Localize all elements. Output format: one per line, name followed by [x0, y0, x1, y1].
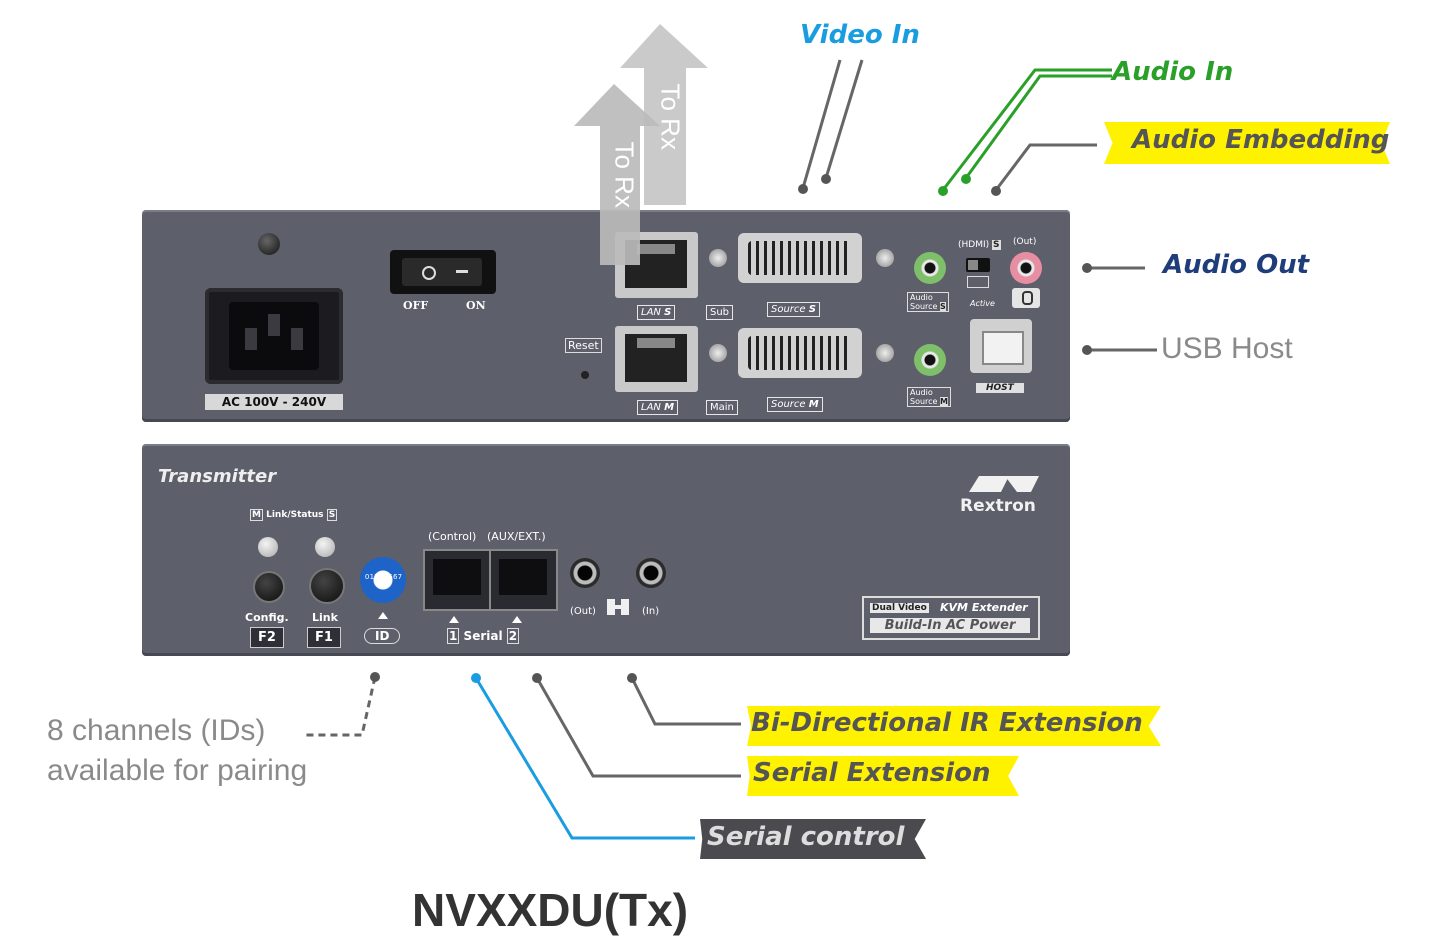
arrow-label-1: To Rx [655, 83, 686, 150]
active-label: Active [970, 299, 995, 308]
ir-extension-callout: Bi-Directional IR Extension [751, 708, 1143, 738]
serial-control-callout: Serial control [707, 822, 905, 852]
triangle-up-icon [378, 612, 388, 619]
arrow-label-2: To Rx [609, 141, 640, 208]
triangle-up-icon [449, 616, 459, 623]
audio-embedding-highlight [1104, 122, 1390, 164]
source-s-label: Source S [767, 302, 820, 317]
product-badge: Dual Video KVM Extender Build-In AC Powe… [862, 596, 1040, 640]
status-led-s [315, 537, 335, 557]
serial-extension-highlight [747, 756, 1019, 796]
badge-power: Build-In AC Power [870, 618, 1030, 633]
ir-signal-icon [603, 596, 633, 618]
audio-in-callout: Audio In [1112, 57, 1234, 87]
usb-host-callout: USB Host [1161, 332, 1293, 365]
audio-embedding-callout: Audio Embedding [1132, 125, 1390, 155]
serial-control-tag [700, 819, 926, 859]
link-status-label: M Link/Status S [250, 509, 338, 521]
status-led-m [258, 537, 278, 557]
triangle-up-icon [512, 616, 522, 623]
audio-out-callout: Audio Out [1163, 250, 1310, 280]
dvi-screw-icon [709, 249, 727, 267]
hdmi-icon [967, 276, 989, 288]
transmitter-title: Transmitter [158, 466, 277, 487]
config-label: Config. [245, 611, 289, 624]
ir-out-jack[interactable] [570, 558, 600, 588]
reset-label: Reset [565, 338, 602, 353]
lan-m-label: LAN M [637, 400, 679, 415]
microphone-icon [1012, 288, 1040, 308]
ir-in-jack[interactable] [636, 558, 666, 588]
switch-on-label: ON [466, 299, 486, 312]
channels-callout-line1: 8 channels (IDs) [47, 714, 266, 747]
id-dial[interactable]: 0 1 2 3 4 5 6 7 [360, 557, 406, 603]
serial-extension-callout: Serial Extension [753, 758, 991, 788]
id-label: ID [364, 628, 401, 644]
control-label: (Control) [428, 530, 477, 543]
serial-label: 1 Serial 2 [447, 628, 520, 644]
audio-in-jack-m[interactable] [914, 344, 946, 376]
dvi-screw-icon [876, 249, 894, 267]
channels-callout-line2: available for pairing [47, 754, 308, 787]
model-title: NVXXDU(Tx) [412, 884, 689, 936]
switch-off-label: OFF [403, 299, 429, 312]
dial-digits: 0 1 2 3 4 5 6 7 [364, 573, 402, 581]
host-label: HOST [976, 383, 1024, 393]
lan-s-label: LAN S [637, 305, 676, 320]
dvi-screw-icon [709, 344, 727, 362]
source-m-label: Source M [767, 397, 823, 412]
sub-label: Sub [706, 305, 734, 320]
link-label: Link [312, 611, 338, 624]
audio-embedding-switch[interactable] [966, 258, 990, 272]
ir-extension-highlight [747, 706, 1161, 746]
brand-name: Rextron [960, 496, 1036, 516]
serial-port-2[interactable] [489, 549, 558, 611]
main-label: Main [706, 400, 738, 415]
dvi-port-m[interactable] [738, 328, 862, 378]
ir-out-label: (Out) [570, 606, 596, 617]
f1-key-label: F1 [307, 627, 341, 648]
hdmi-label: (HDMI) S [958, 240, 1001, 250]
power-rating-label: AC 100V - 240V [205, 394, 343, 410]
video-in-callout: Video In [800, 20, 920, 50]
to-rx-arrows [574, 24, 708, 265]
aux-label: (AUX/EXT.) [487, 530, 546, 543]
reset-button[interactable] [581, 371, 589, 379]
serial-port-1[interactable] [423, 549, 492, 611]
dvi-port-s[interactable] [738, 233, 862, 283]
usb-host-port[interactable] [970, 319, 1032, 373]
power-switch[interactable] [390, 250, 496, 294]
out-label: (Out) [1013, 237, 1037, 247]
rextron-logo-icon [965, 474, 1043, 494]
config-button[interactable] [253, 571, 285, 603]
power-inlet [205, 288, 343, 384]
f2-key-label: F2 [250, 627, 284, 648]
lan-port-m[interactable] [615, 326, 698, 392]
link-button[interactable] [309, 568, 345, 604]
screw-icon [258, 233, 280, 255]
dvi-screw-icon [876, 344, 894, 362]
audio-in-jack-s[interactable] [914, 252, 946, 284]
badge-kvm: KVM Extender [940, 601, 1028, 614]
badge-dual: Dual Video [870, 603, 929, 613]
ir-in-label: (In) [642, 606, 660, 617]
audio-out-jack[interactable] [1010, 252, 1042, 284]
